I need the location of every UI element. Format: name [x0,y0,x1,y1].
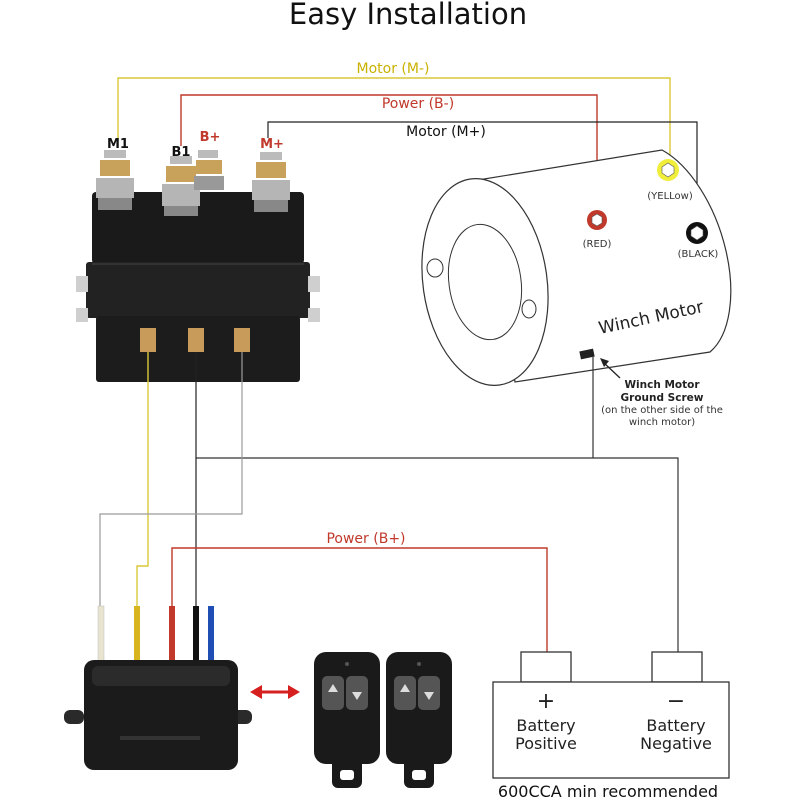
motor-terminal-black [686,222,708,244]
power-b-plus-label: Power (B+) [326,531,405,547]
ground-screw-title-1: Winch Motor [624,379,700,391]
remote-1-button-left [322,676,344,710]
yellow-terminal-label: (YELLow) [647,191,693,202]
battery-negative-symbol: − [667,689,685,714]
ground-screw-note-2: winch motor) [629,417,695,428]
motor-terminal-yellow [657,159,679,181]
power-b-plus-wire [171,547,548,652]
winch-motor [421,149,732,386]
power-b-minus-wire [180,94,598,210]
stud-m-plus [252,152,290,212]
control-wire-gray [99,352,243,608]
ground-screw [579,348,595,360]
remote-2-button-left [394,676,416,710]
receiver-lead-red [169,606,175,662]
stud-b1 [162,156,200,216]
remote-control-2 [386,652,452,788]
receiver-lead-black [193,606,199,662]
spade-terminal-right [234,328,250,352]
stud-m1 [96,150,134,210]
ground-screw-note-1: (on the other side of the [601,405,723,416]
red-terminal-label: (RED) [583,239,612,250]
receiver-lead-cream [97,605,105,663]
ground-arrow-head [600,358,609,367]
battery-negative-label-1: Battery [646,716,705,735]
terminal-label-b-plus: B+ [200,130,221,145]
motor-m-minus-label: Motor (M-) [357,61,430,77]
black-terminal-label: (BLACK) [678,249,719,260]
battery [492,651,730,779]
battery-negative-label-2: Negative [640,734,712,753]
solenoid-contactor [76,150,320,382]
wireless-receiver [64,660,252,770]
pairing-double-arrow [250,685,300,699]
receiver-lead-yellow [134,606,140,662]
stud-b-plus [194,150,224,190]
negative-ground-line [196,457,679,652]
control-wire-yellow [136,352,149,608]
motor-terminal-red [587,210,607,230]
spade-terminal-middle [188,328,204,352]
motor-m-minus-wire [117,77,671,160]
battery-positive-post [520,651,572,683]
ground-screw-title-2: Ground Screw [621,392,704,404]
receiver-lead-blue [208,606,214,662]
battery-positive-label-1: Battery [516,716,575,735]
motor-m-plus-wire [267,121,698,230]
battery-negative-post [651,651,703,683]
battery-positive-symbol: + [537,689,555,714]
terminal-label-m1: M1 [107,137,129,152]
page-title: Easy Installation [289,0,527,31]
terminal-label-m-plus: M+ [260,137,284,152]
battery-body [492,681,730,779]
battery-positive-label-2: Positive [515,734,577,753]
battery-note: 600CCA min recommended [498,782,718,800]
terminal-label-b1: B1 [172,145,191,160]
spade-terminal-left [140,328,156,352]
remote-control-1 [314,652,380,788]
motor-m-plus-label: Motor (M+) [406,124,486,140]
power-b-minus-label: Power (B-) [382,96,454,112]
